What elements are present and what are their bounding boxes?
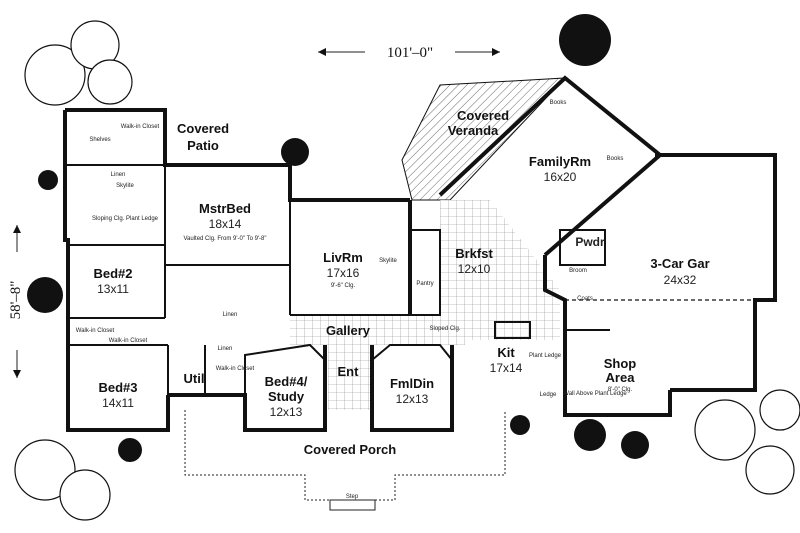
- bed4-label-2: Study: [268, 389, 305, 404]
- garage-dim: 24x32: [664, 273, 697, 287]
- gallery-tile: [290, 315, 465, 345]
- step-label: Step: [346, 494, 359, 500]
- wall-above-label: Wall Above Plant Ledge: [563, 391, 627, 397]
- covered-veranda-area: [401, 77, 567, 201]
- bed4-label-1: Bed#4/: [265, 374, 308, 389]
- small-labels: Walk-in Closet Shelves Linen Skylite Slo…: [76, 100, 628, 500]
- family-room-label: FamilyRm: [529, 154, 591, 169]
- shop-area-label-2: Area: [606, 370, 636, 385]
- broom-label: Broom: [569, 268, 587, 274]
- family-dining-label: FmlDin: [390, 376, 434, 391]
- landscaping: [14, 14, 800, 521]
- skylite-label-living: Skylite: [379, 258, 397, 264]
- kitchen-dim: 17x14: [490, 361, 523, 375]
- books-label-1: Books: [550, 100, 567, 106]
- width-dimension: 101'–0": [318, 45, 500, 61]
- walk-in-closet-label-bed2: Walk-in Closet: [76, 328, 115, 334]
- bed2-dim: 13x11: [97, 282, 129, 296]
- linen-label-util: Linen: [218, 346, 233, 352]
- linen-label-hall: Linen: [223, 312, 238, 318]
- powder-label: Pwdr: [575, 235, 605, 249]
- walk-in-closet-label-master: Walk-in Closet: [121, 124, 160, 130]
- walk-in-closet-label-bed3: Walk-in Closet: [109, 338, 148, 344]
- entry-label: Ent: [338, 364, 360, 379]
- bed3-label: Bed#3: [98, 380, 137, 395]
- garage-label: 3-Car Gar: [650, 256, 709, 271]
- coats-label: Coats: [577, 296, 593, 302]
- bed2-label: Bed#2: [93, 266, 132, 281]
- shelves-label: Shelves: [89, 137, 110, 143]
- depth-label: 58'–8": [8, 281, 24, 320]
- bed3-dim: 14x11: [102, 396, 134, 410]
- covered-patio-label-2: Patio: [187, 138, 219, 153]
- breakfast-tile: [440, 200, 560, 340]
- kitchen-label: Kit: [497, 345, 515, 360]
- sloped-clg-label: Sloped Clg.: [429, 326, 460, 332]
- breakfast-label: Brkfst: [455, 246, 493, 261]
- pantry-label: Pantry: [416, 281, 433, 287]
- bed4-dim: 12x13: [270, 405, 303, 419]
- master-bed-label: MstrBed: [199, 201, 251, 216]
- living-room-label: LivRm: [323, 250, 363, 265]
- entry-tile: [328, 345, 372, 410]
- covered-veranda-label-2: Veranda: [448, 123, 499, 138]
- width-label: 101'–0": [387, 45, 433, 61]
- skylite-label-master: Skylite: [116, 183, 134, 189]
- covered-porch-outline: [184, 410, 506, 511]
- breakfast-dim: 12x10: [458, 262, 491, 276]
- master-bed-note: Vaulted Clg. From 9'-0" To 9'-8": [183, 236, 266, 242]
- living-room-dim: 17x16: [327, 266, 360, 280]
- room-labels: Covered Patio Covered Veranda FamilyRm 1…: [93, 108, 709, 457]
- family-dining-dim: 12x13: [396, 392, 429, 406]
- utility-label: Util: [184, 371, 205, 386]
- covered-patio-label-1: Covered: [177, 121, 229, 136]
- master-bed-dim: 18x14: [209, 217, 242, 231]
- covered-porch-label: Covered Porch: [304, 442, 397, 457]
- shop-area-note: 8'-0" Clg.: [608, 387, 633, 393]
- walk-in-closet-label-bed4: Walk-in Closet: [216, 366, 255, 372]
- covered-veranda-label-1: Covered: [457, 108, 509, 123]
- living-room-note: 9'-6" Clg.: [331, 283, 356, 289]
- sloping-clg-label: Sloping Clg. Plant Ledge: [92, 216, 159, 222]
- family-room-dim: 16x20: [544, 170, 577, 184]
- linen-label-master: Linen: [111, 172, 126, 178]
- books-label-2: Books: [607, 156, 624, 162]
- interior-walls: [65, 164, 610, 431]
- ledge-label: Ledge: [540, 392, 557, 398]
- shop-area-label-1: Shop: [604, 356, 637, 371]
- plant-ledge-label: Plant Ledge: [529, 353, 562, 359]
- gallery-label: Gallery: [326, 323, 371, 338]
- depth-dimension: 58'–8": [8, 225, 24, 378]
